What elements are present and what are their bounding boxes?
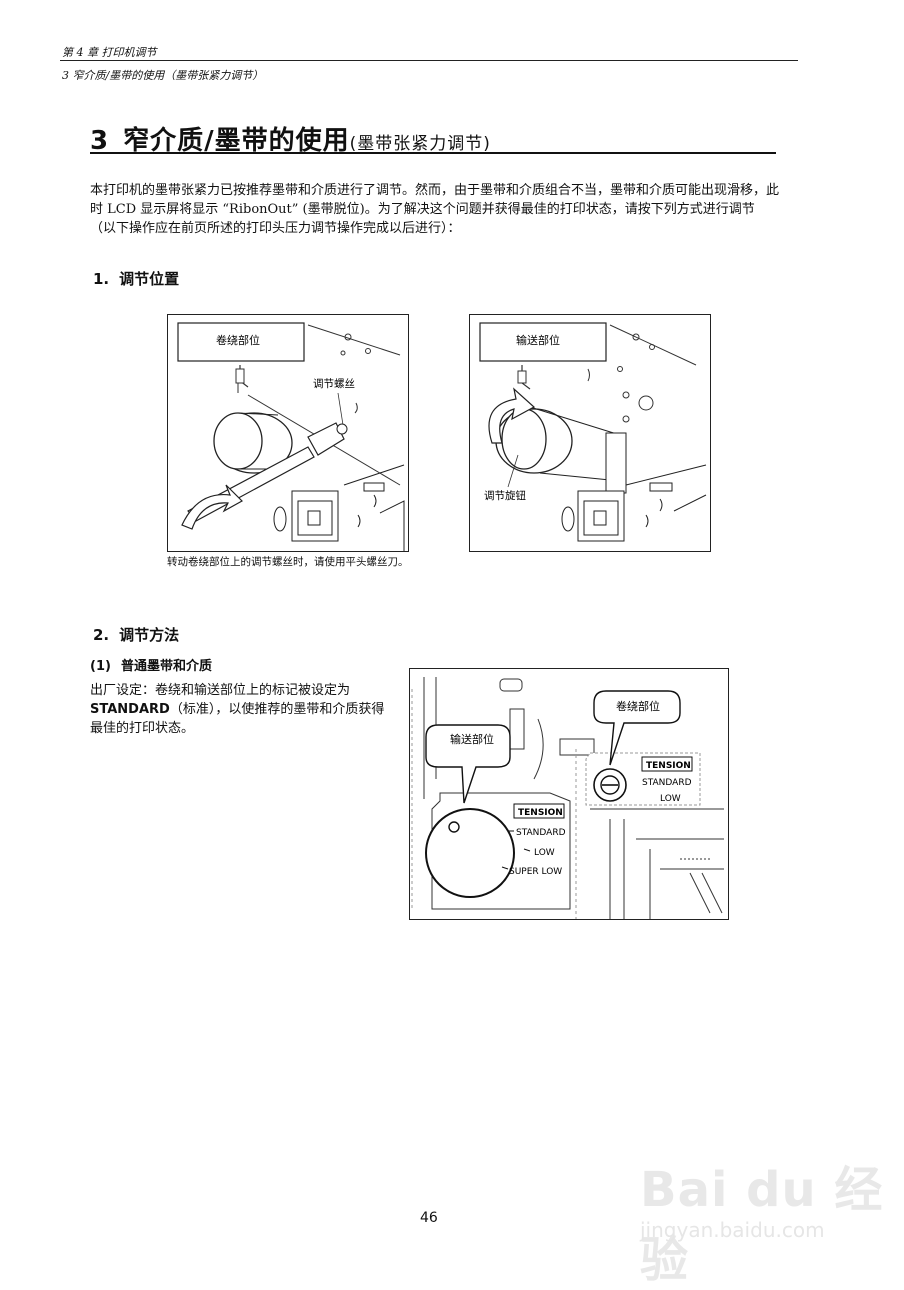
- left-tension-label: TENSION: [518, 808, 563, 818]
- step2-heading: 2. 调节方法: [93, 624, 179, 645]
- running-header-chapter: 第 4 章 打印机调节: [62, 46, 157, 59]
- takeup-label-box: [177, 322, 305, 362]
- feed-illustration: 输送部位 调节旋钮: [479, 322, 707, 542]
- left-superlow-label: SUPER LOW: [509, 867, 562, 877]
- takeup-illustration: 卷绕部位 调节螺丝: [177, 322, 405, 551]
- right-standard-label: STANDARD: [642, 778, 692, 788]
- right-tension-label: TENSION: [646, 761, 691, 771]
- step1-title: 调节位置: [119, 270, 180, 288]
- watermark-url: jingyan.baidu.com: [640, 1218, 825, 1242]
- page-number: 46: [420, 1210, 438, 1226]
- figure-feed-adjust-knob: 输送部位 调节旋钮: [469, 314, 711, 552]
- step2-number: 2.: [93, 626, 110, 644]
- section-number: 3: [90, 126, 110, 156]
- section-subtitle: (墨带张紧力调节): [349, 134, 491, 154]
- right-low-label: LOW: [660, 794, 681, 804]
- left-low-label: LOW: [534, 848, 555, 858]
- takeup-label-text: 卷绕部位: [216, 333, 260, 347]
- step2-title: 调节方法: [119, 626, 180, 644]
- watermark-logo: Bai du 经验: [640, 1162, 884, 1288]
- feed-label-text: 输送部位: [516, 333, 560, 347]
- sub1-number: (1): [90, 659, 111, 674]
- tension-illustration: TENSION STANDARD LOW SUPER LOW 输送部位 TENS…: [411, 677, 724, 919]
- header-rule: [60, 60, 798, 61]
- para2-part1: 出厂设定：卷绕和输送部位上的标记被设定为: [90, 683, 351, 698]
- takeup-callout-text: 调节螺丝: [313, 378, 355, 390]
- para2-part2: （标准），以使推荐的墨带和介质获得最佳的打印状态。: [90, 702, 385, 736]
- left-standard-label: STANDARD: [516, 828, 566, 838]
- section-rule: [90, 152, 776, 154]
- feed-callout-text: 调节旋钮: [484, 489, 526, 502]
- balloon-takeup-text: 卷绕部位: [616, 699, 660, 713]
- running-header-section: 3 窄介质/墨带的使用（墨带张紧力调节）: [62, 69, 264, 82]
- figure-caption: 转动卷绕部位上的调节螺丝时，请使用平头螺丝刀。: [167, 556, 409, 568]
- sub1-title: 普通墨带和介质: [120, 659, 212, 674]
- figure-takeup-adjust-screw: 卷绕部位 调节螺丝: [167, 314, 409, 552]
- section-title: 3 窄介质/墨带的使用(墨带张紧力调节): [90, 120, 491, 157]
- figure-tension-dials: TENSION STANDARD LOW SUPER LOW 输送部位 TENS…: [409, 668, 729, 920]
- intro-paragraph: 本打印机的墨带张紧力已按推荐墨带和介质进行了调节。然而，由于墨带和介质组合不当，…: [90, 183, 780, 236]
- step1-heading: 1. 调节位置: [93, 268, 179, 289]
- sub1-heading: (1) 普通墨带和介质: [90, 655, 212, 674]
- feed-label-box: [479, 322, 607, 362]
- factory-setting-paragraph: 出厂设定：卷绕和输送部位上的标记被设定为 STANDARD（标准），以使推荐的墨…: [90, 681, 385, 738]
- balloon-feed-text: 输送部位: [450, 732, 494, 746]
- step1-number: 1.: [93, 270, 110, 288]
- section-title-text: 窄介质/墨带的使用: [123, 126, 350, 156]
- para2-standard: STANDARD: [90, 702, 170, 717]
